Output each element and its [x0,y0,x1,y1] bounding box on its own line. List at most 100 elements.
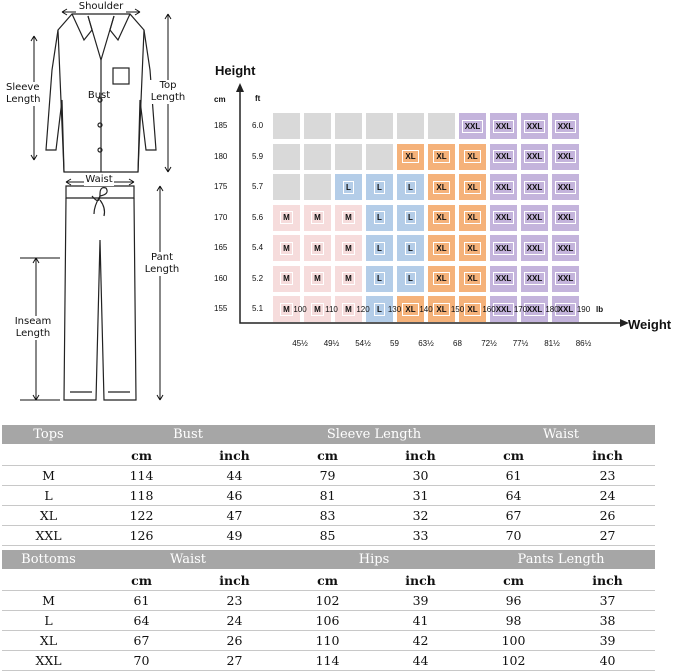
size-cell [304,174,331,200]
size-label: M [2,465,95,486]
unit-cell: inch [560,570,656,591]
size-cell: XXL [490,204,517,231]
size-cell-label: XXL [523,241,546,255]
size-label: L [2,485,95,506]
size-cell: XL [428,204,455,231]
size-cell: XL [459,235,486,261]
size-cell: L [335,174,362,200]
measurement-diagram: Shoulder Sleeve Length Bust Top Length W… [0,0,200,410]
size-cell: L [366,265,393,292]
size-cell-label: XXL [492,180,515,194]
measurement-cell: 33 [374,525,468,546]
pants-length-header: Pants Length [467,550,656,571]
size-cell-label: M [342,272,355,285]
unit-cell: inch [188,445,282,466]
size-cell-label: XXL [492,302,515,316]
waist-label: Waist [84,174,114,186]
size-cell: XXL [552,174,579,200]
measurement-cell: 46 [188,485,282,506]
measurement-cell: 37 [560,590,656,611]
size-cell: M [304,235,331,261]
size-cell: XL [428,174,455,200]
measurement-cell: 44 [374,650,468,671]
inseam-length-label: Inseam Length [8,316,58,340]
size-cell [366,113,393,139]
size-cell-label: XXL [523,150,546,163]
lb-tick-label: 190 [576,305,591,314]
size-cell: XXL [552,204,579,231]
size-label: L [2,610,95,631]
size-label: M [2,590,95,611]
measurement-cell: 122 [95,505,188,526]
measurement-cell: 67 [95,630,188,651]
size-cell-label: XXL [554,119,577,133]
size-label: XL [2,505,95,526]
size-cell-label: XXL [523,180,546,194]
unit-cell: cm [281,570,375,591]
size-cell: XL [459,204,486,231]
size-cell-label: M [280,302,293,316]
measurement-cell: 24 [560,485,656,506]
kg-tick-label: 77½ [512,339,529,348]
ft-unit-label: ft [255,94,261,103]
measurement-cell: 26 [560,505,656,526]
cm-tick-label: 160 [214,273,228,283]
size-cell: XL [459,143,486,170]
size-cell [273,143,300,170]
unit-cell: cm [467,570,561,591]
size-cell-label: XXL [492,150,515,163]
size-cell: XXL [521,113,548,139]
size-cell: M [335,265,362,292]
size-cell [273,113,300,139]
size-cell-label: XL [464,272,481,285]
size-cell: M [304,265,331,292]
ft-tick-label: 6.0 [252,121,264,130]
lb-tick-label: 100 [293,305,307,314]
size-cell-label: L [405,272,416,285]
size-cell-label: XXL [554,241,577,255]
size-cell-label: XL [402,150,419,163]
size-cell-label: L [374,180,385,194]
measurement-cell: 39 [374,590,468,611]
size-cell-label: XXL [554,150,577,163]
size-cell: M [273,204,300,231]
ft-tick-label: 5.4 [252,243,264,252]
size-cell: XXL [521,296,548,322]
kg-tick-label: 49½ [323,339,340,348]
size-cell-label: M [311,211,324,224]
size-cell: XL [397,143,424,170]
measurement-cell: 98 [467,610,561,631]
size-cell-label: M [342,211,355,224]
sleeve-length-header: Sleeve Length [281,425,468,446]
size-cell: XL [428,265,455,292]
weight-axis-title: Weight [628,317,672,332]
size-cell: M [273,265,300,292]
size-cell-label: XXL [554,211,577,224]
size-cell: XL [397,296,424,322]
size-cell-label: M [342,302,355,316]
size-cell-label: XL [433,272,450,285]
size-cell [366,143,393,170]
measurement-cell: 24 [188,610,282,631]
kg-tick-label: 68 [453,339,462,348]
kg-tick-label: 63½ [418,339,434,348]
size-cell-label: XXL [554,302,577,316]
size-cell [428,113,455,139]
size-cell-label: XL [433,241,450,255]
size-cell-label: XL [464,150,481,163]
cm-tick-label: 175 [214,182,228,191]
measurement-cell: 118 [95,485,188,506]
measurement-cell: 39 [560,630,656,651]
size-cell-label: XXL [492,241,515,255]
pajama-illustration [20,8,172,401]
size-cell: XL [459,296,486,322]
size-cell: XXL [552,296,579,322]
